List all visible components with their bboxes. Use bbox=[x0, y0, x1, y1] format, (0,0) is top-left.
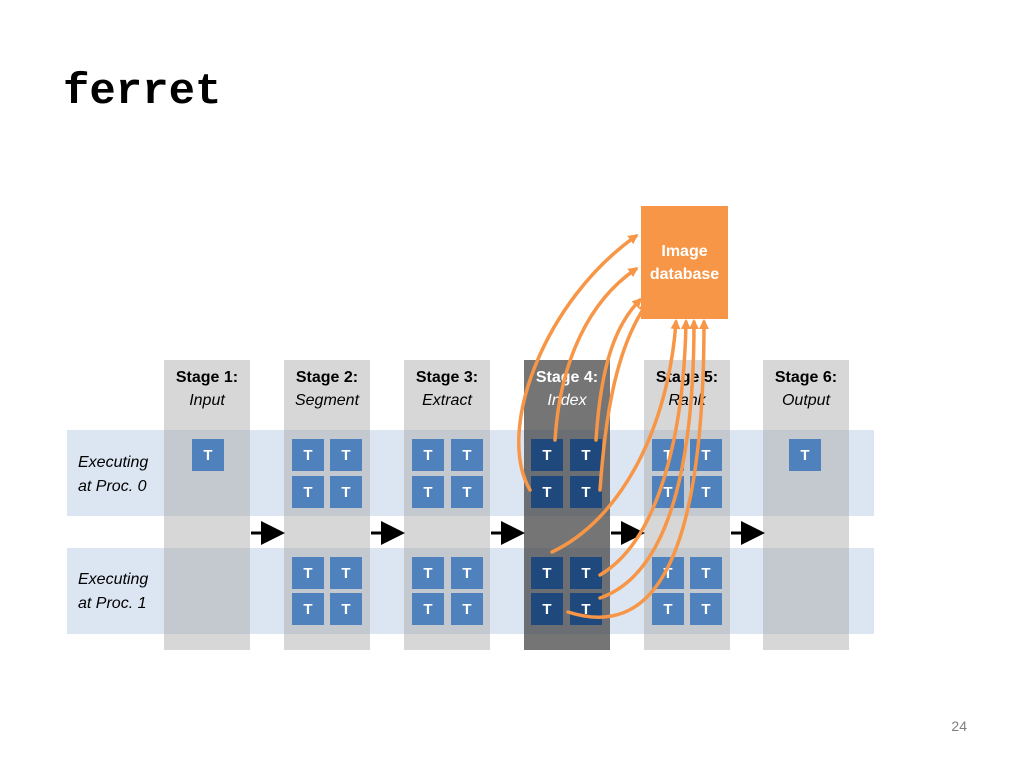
stage-1-label: Stage 1: Input bbox=[164, 366, 250, 412]
stage-4-label: Stage 4: Index bbox=[524, 366, 610, 412]
row-label-proc0-line2: at Proc. 0 bbox=[78, 478, 147, 495]
db-arrow-1 bbox=[517, 234, 639, 492]
task-box: T bbox=[412, 476, 444, 508]
task-box: T bbox=[292, 557, 324, 589]
stage-2-label: Stage 2: Segment bbox=[284, 366, 370, 412]
task-box: T bbox=[292, 593, 324, 625]
stage-4-sub: Index bbox=[547, 392, 587, 409]
task-box-active: T bbox=[570, 593, 602, 625]
stage-1-sub: Input bbox=[189, 392, 225, 409]
stage-3-sub: Extract bbox=[422, 392, 472, 409]
stage-6-column bbox=[763, 360, 849, 650]
row-label-proc0-line1: Executing bbox=[78, 454, 149, 471]
row-label-proc1: Executing at Proc. 1 bbox=[78, 568, 148, 616]
stage-6-label: Stage 6: Output bbox=[763, 366, 849, 412]
task-box: T bbox=[451, 593, 483, 625]
db-arrow-2 bbox=[553, 267, 639, 442]
row-label-proc1-line2: at Proc. 1 bbox=[78, 595, 147, 612]
db-arrow-5 bbox=[550, 319, 681, 554]
stage-2-sub: Segment bbox=[294, 392, 360, 409]
task-box: T bbox=[652, 593, 684, 625]
task-box-active: T bbox=[531, 557, 563, 589]
slide-title: ferret bbox=[63, 67, 222, 117]
task-box: T bbox=[292, 439, 324, 471]
task-box: T bbox=[451, 439, 483, 471]
task-box: T bbox=[412, 593, 444, 625]
stage-6-name: Stage 6: bbox=[774, 369, 838, 386]
image-database: Image database bbox=[641, 206, 728, 319]
stage-1-column bbox=[164, 360, 250, 650]
task-box: T bbox=[330, 557, 362, 589]
stage-5-sub: Rank bbox=[668, 392, 706, 409]
task-box-active: T bbox=[570, 557, 602, 589]
task-box: T bbox=[690, 557, 722, 589]
task-box: T bbox=[330, 593, 362, 625]
task-box: T bbox=[330, 439, 362, 471]
task-box-active: T bbox=[531, 593, 563, 625]
stage-3-name: Stage 3: bbox=[415, 369, 479, 386]
task-box: T bbox=[789, 439, 821, 471]
task-box: T bbox=[192, 439, 224, 471]
db-arrow-3 bbox=[594, 297, 643, 442]
task-box: T bbox=[451, 557, 483, 589]
task-box: T bbox=[412, 439, 444, 471]
task-box-active: T bbox=[531, 439, 563, 471]
database-arrows bbox=[517, 234, 709, 619]
db-arrow-8 bbox=[566, 319, 709, 619]
row-label-proc0: Executing at Proc. 0 bbox=[78, 451, 148, 499]
db-arrow-7 bbox=[598, 319, 699, 600]
task-box: T bbox=[330, 476, 362, 508]
task-box: T bbox=[690, 476, 722, 508]
db-arrow-6 bbox=[598, 319, 691, 577]
task-box-active: T bbox=[531, 476, 563, 508]
page-number: 24 bbox=[951, 718, 967, 734]
stage-1-name: Stage 1: bbox=[175, 369, 239, 386]
image-database-line2: database bbox=[649, 265, 720, 283]
stage-2-name: Stage 2: bbox=[295, 369, 359, 386]
task-box: T bbox=[292, 476, 324, 508]
row-label-proc1-line1: Executing bbox=[78, 571, 149, 588]
task-box: T bbox=[451, 476, 483, 508]
task-box-active: T bbox=[570, 439, 602, 471]
stage-3-label: Stage 3: Extract bbox=[404, 366, 490, 412]
task-box-active: T bbox=[570, 476, 602, 508]
stage-6-sub: Output bbox=[781, 392, 831, 409]
db-arrow-4 bbox=[598, 302, 648, 492]
stage-4-name: Stage 4: bbox=[535, 369, 599, 386]
image-database-line1: Image bbox=[661, 242, 708, 260]
task-box: T bbox=[412, 557, 444, 589]
task-box: T bbox=[690, 593, 722, 625]
